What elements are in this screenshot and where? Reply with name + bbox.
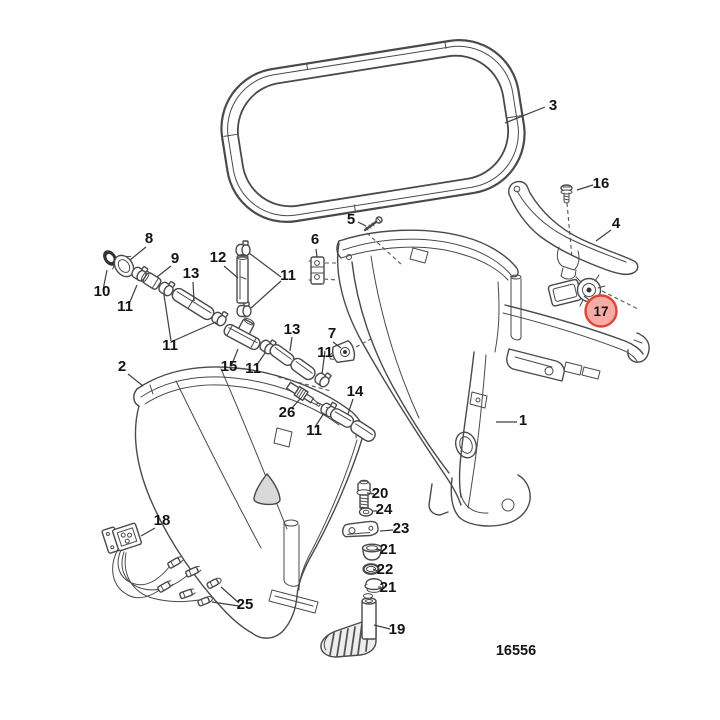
- callout-11-1[interactable]: 11: [117, 298, 133, 315]
- callout-15[interactable]: 15: [221, 358, 238, 375]
- callout-20[interactable]: 20: [372, 485, 389, 502]
- callout-11-4[interactable]: 11: [245, 360, 261, 377]
- callout-14[interactable]: 14: [347, 383, 364, 400]
- callout-25[interactable]: 25: [237, 596, 254, 613]
- part-24-washer: [358, 507, 374, 517]
- callout-21-2[interactable]: 21: [380, 579, 397, 596]
- part-13-fuel-hoses: [171, 287, 316, 381]
- part-5-screw: [363, 216, 383, 232]
- part-6-hinge-bracket: [308, 256, 325, 285]
- part-9-fitting: [140, 271, 162, 290]
- callout-19[interactable]: 19: [389, 621, 406, 638]
- callout-21-1[interactable]: 21: [380, 541, 397, 558]
- callout-12[interactable]: 12: [210, 249, 227, 266]
- callout-17-label[interactable]: 17: [593, 304, 608, 319]
- part-18-trim-switch: [101, 522, 202, 603]
- callout-22[interactable]: 22: [377, 561, 394, 578]
- leader-lines: [102, 106, 612, 630]
- part-19-drain-assembly: [320, 593, 377, 658]
- callout-4[interactable]: 4: [612, 215, 621, 232]
- part-1-starboard-cowl: [336, 229, 650, 527]
- part-26-fuel-connector: [285, 381, 321, 407]
- callout-2[interactable]: 2: [118, 358, 126, 375]
- part-14-fuel-hose: [329, 408, 376, 442]
- part-21-grommet-lower: [364, 578, 384, 593]
- part-10-seal-ring: [103, 250, 117, 266]
- drawing-number: 16556: [496, 643, 536, 659]
- part-22-o-ring: [362, 563, 380, 575]
- callout-23[interactable]: 23: [393, 520, 410, 537]
- highlighted-callout-17[interactable]: 17: [584, 294, 618, 328]
- callout-3[interactable]: 3: [549, 97, 557, 114]
- part-2-port-cowl: [133, 366, 365, 639]
- callout-11-3[interactable]: 11: [280, 267, 296, 284]
- callout-6[interactable]: 6: [311, 231, 319, 248]
- callout-10[interactable]: 10: [94, 283, 111, 300]
- callout-11-5[interactable]: 11: [317, 344, 333, 361]
- part-4-trim-bracket: [507, 180, 639, 280]
- callout-7[interactable]: 7: [328, 325, 336, 342]
- highlight-circle[interactable]: [584, 294, 618, 328]
- callout-labels: 1 2 3 4 5 6 7 8 9 10 11 11 11 11 11 11 1…: [94, 97, 621, 638]
- callout-13-2[interactable]: 13: [284, 321, 301, 338]
- dashed-alignment-lines: [277, 202, 639, 392]
- part-12-fuel-tube: [236, 254, 249, 304]
- callout-8[interactable]: 8: [145, 230, 153, 247]
- part-8-bushing: [112, 254, 135, 278]
- part-23-latch-plate: [341, 520, 379, 538]
- callout-18[interactable]: 18: [154, 512, 171, 529]
- callout-16[interactable]: 16: [593, 175, 610, 192]
- callout-11-2[interactable]: 11: [162, 337, 178, 354]
- callout-26[interactable]: 26: [279, 404, 296, 421]
- part-25-bullet-connectors: [197, 577, 222, 607]
- part-20-bolt: [356, 479, 372, 509]
- part-21-grommet-upper: [361, 543, 383, 561]
- callout-5[interactable]: 5: [347, 211, 355, 228]
- callout-1[interactable]: 1: [519, 412, 527, 429]
- callout-9[interactable]: 9: [171, 250, 179, 267]
- callout-11-6[interactable]: 11: [306, 422, 322, 439]
- callout-24[interactable]: 24: [376, 501, 393, 518]
- part-3-cowl-seal: [220, 39, 526, 223]
- part-15-tee-fitting: [223, 317, 261, 351]
- callout-13-1[interactable]: 13: [183, 265, 200, 282]
- part-16-screw: [560, 184, 573, 204]
